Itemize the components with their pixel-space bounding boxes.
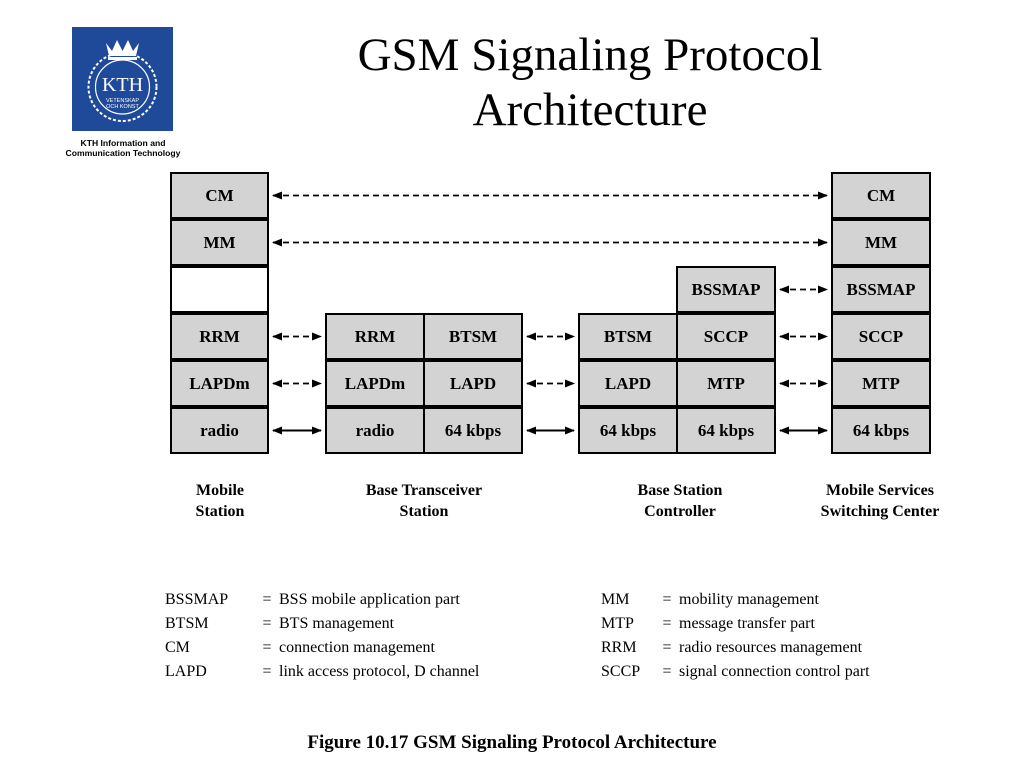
box-ms-lapdm: LAPDm (170, 360, 269, 407)
station-label-line-2: Controller (644, 503, 716, 520)
slide-title-line-2: Architecture (472, 84, 708, 136)
legend-row: MTP = message transfer part (601, 612, 870, 636)
legend-meaning: BSS mobile application part (279, 591, 460, 608)
legend-abbr: SCCP (601, 663, 641, 680)
legend-eq: = (262, 663, 272, 680)
box-bsc-sccp: SCCP (676, 313, 776, 360)
box-msc-bssmap: BSSMAP (831, 266, 931, 313)
legend-row: RRM = radio resources management (601, 636, 870, 660)
slide-title-line-1: GSM Signaling Protocol (357, 29, 823, 81)
station-label-bsc: Base Station Controller (590, 480, 770, 522)
slide-title: GSM Signaling Protocol Architecture (240, 28, 940, 138)
box-msc-mm: MM (831, 219, 931, 266)
legend-meaning: signal connection control part (679, 663, 870, 680)
legend-abbr: MM (601, 591, 630, 608)
logo-caption-line-1: KTH Information and (80, 138, 166, 148)
box-bts-rrm: RRM (325, 313, 425, 360)
legend-row: BTSM = BTS management (165, 612, 479, 636)
legend-abbr: BTSM (165, 615, 209, 632)
box-bsc-btsm: BTSM (578, 313, 678, 360)
legend-row: LAPD = link access protocol, D channel (165, 660, 479, 684)
legend-meaning: message transfer part (679, 615, 815, 632)
box-bsc-mtp: MTP (676, 360, 776, 407)
box-bts-lapdm: LAPDm (325, 360, 425, 407)
legend-eq: = (262, 639, 272, 656)
legend-row: BSSMAP = BSS mobile application part (165, 588, 479, 612)
station-label-bts: Base Transceiver Station (323, 480, 525, 522)
box-bts-lapd: LAPD (423, 360, 523, 407)
legend-eq: = (662, 615, 672, 632)
station-label-line-2: Station (195, 503, 245, 520)
logo-caption: KTH Information and Communication Techno… (40, 138, 206, 158)
legend-row: CM = connection management (165, 636, 479, 660)
legend-eq: = (662, 663, 672, 680)
station-label-line-2: Switching Center (820, 503, 940, 520)
figure-caption: Figure 10.17 GSM Signaling Protocol Arch… (307, 732, 717, 753)
legend-meaning: link access protocol, D channel (279, 663, 480, 680)
box-ms-blank (170, 266, 269, 313)
box-bts-64kbps: 64 kbps (423, 407, 523, 454)
logo-subtext-1: VETENSKAP (106, 98, 139, 104)
legend-right: MM = mobility management MTP = message trans… (601, 588, 870, 684)
box-bts-radio: radio (325, 407, 425, 454)
station-label-mobile-station: Mobile Station (150, 480, 290, 522)
legend-row: MM = mobility management (601, 588, 870, 612)
legend-meaning: radio resources management (679, 639, 863, 656)
box-ms-cm: CM (170, 172, 269, 219)
legend-eq: = (662, 591, 672, 608)
logo-caption-line-2: Communication Technology (65, 148, 181, 158)
crown-icon (106, 40, 139, 56)
box-bsc-bssmap: BSSMAP (676, 266, 776, 313)
legend-abbr: CM (165, 639, 190, 656)
legend-meaning: connection management (279, 639, 435, 656)
box-ms-rrm: RRM (170, 313, 269, 360)
box-msc-sccp: SCCP (831, 313, 931, 360)
legend-eq: = (262, 615, 272, 632)
legend-eq: = (262, 591, 272, 608)
station-label-line-2: Station (399, 503, 449, 520)
box-bsc-64kbps-a: 64 kbps (578, 407, 678, 454)
station-label-line-1: Base Station (637, 482, 723, 499)
station-label-line-1: Mobile (196, 482, 244, 499)
legend-abbr: MTP (601, 615, 634, 632)
legend-meaning: BTS management (279, 615, 395, 632)
station-label-line-1: Mobile Services (826, 482, 934, 499)
legend-row: SCCP = signal connection control part (601, 660, 870, 684)
legend-meaning: mobility management (679, 591, 819, 608)
box-msc-cm: CM (831, 172, 931, 219)
logo-text: KTH (102, 74, 143, 96)
station-label-msc: Mobile Services Switching Center (790, 480, 970, 522)
station-label-line-1: Base Transceiver (365, 482, 483, 499)
kth-logo: KTH VETENSKAP OCH KONST (72, 27, 173, 131)
legend-abbr: RRM (601, 639, 637, 656)
box-msc-mtp: MTP (831, 360, 931, 407)
box-bsc-64kbps-b: 64 kbps (676, 407, 776, 454)
logo-subtext-2: OCH KONST (106, 104, 139, 110)
box-bsc-lapd: LAPD (578, 360, 678, 407)
box-ms-radio: radio (170, 407, 269, 454)
legend-abbr: LAPD (165, 663, 207, 680)
box-bts-btsm: BTSM (423, 313, 523, 360)
kth-seal-icon: KTH VETENSKAP OCH KONST (87, 40, 158, 122)
legend-left: BSSMAP = BSS mobile application part BTSM =… (165, 588, 479, 684)
box-ms-mm: MM (170, 219, 269, 266)
legend-abbr: BSSMAP (165, 591, 229, 608)
legend-eq: = (662, 639, 672, 656)
box-msc-64kbps: 64 kbps (831, 407, 931, 454)
